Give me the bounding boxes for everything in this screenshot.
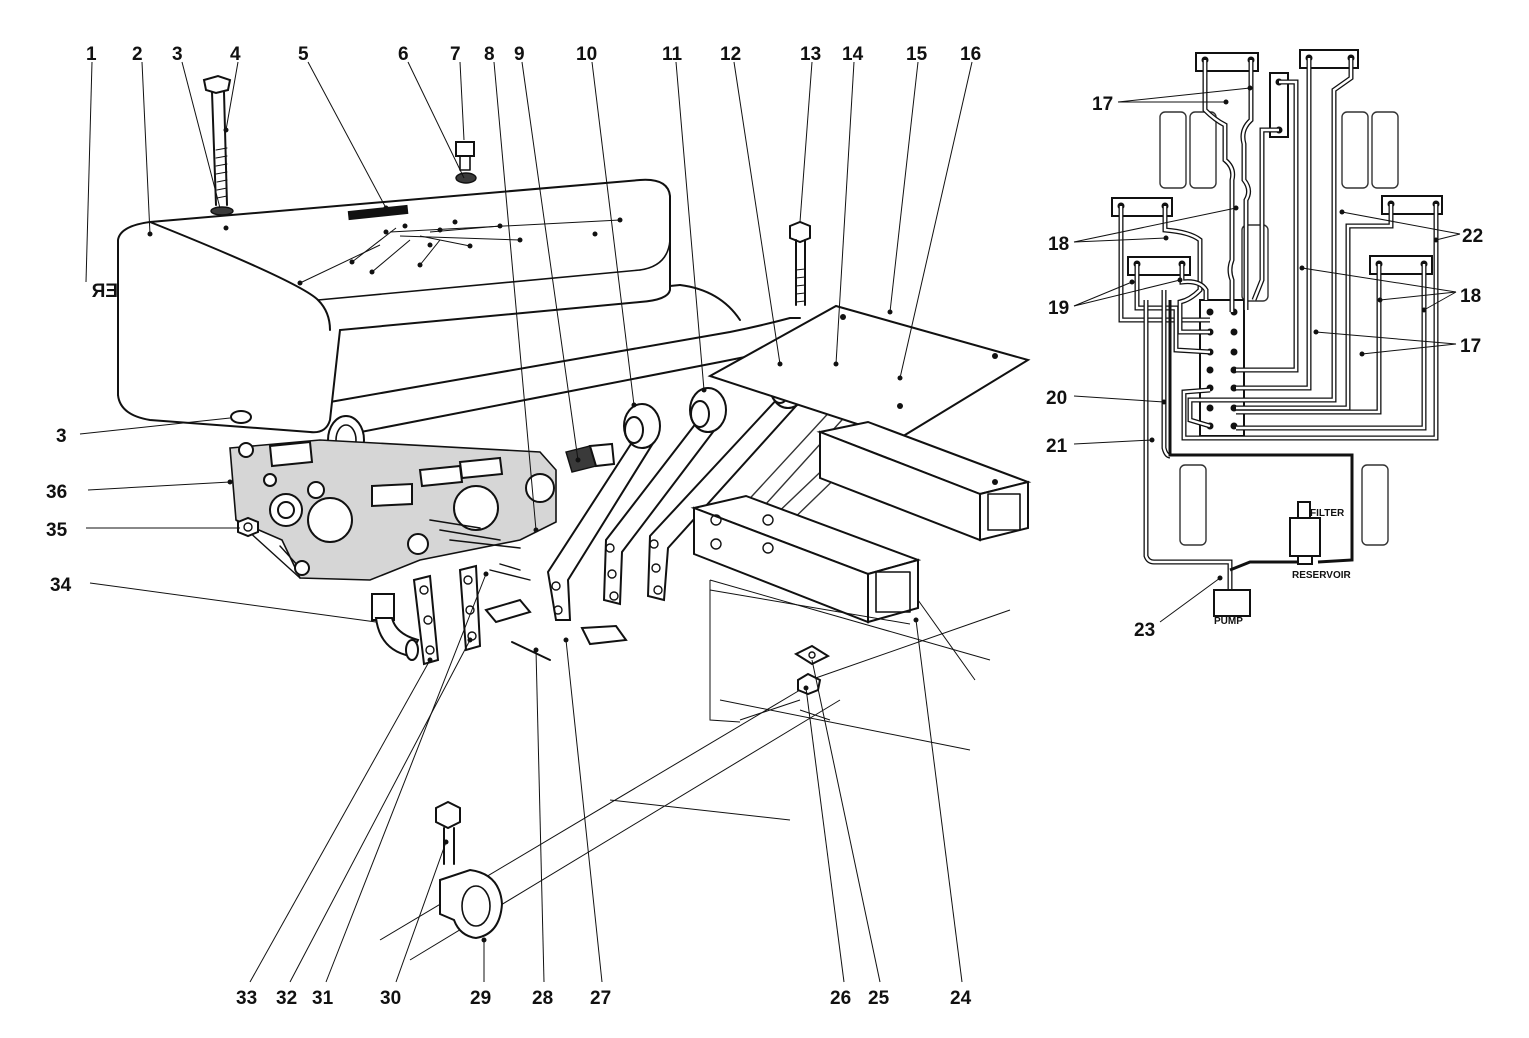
callout-33: 33 bbox=[236, 988, 257, 1009]
frame-tube-upper bbox=[816, 420, 1032, 542]
hydraulic-hoses bbox=[1118, 58, 1439, 590]
reservoir-label: RESERVOIR bbox=[1292, 570, 1351, 581]
callout-13: 13 bbox=[800, 44, 821, 65]
callout-5: 5 bbox=[298, 44, 309, 65]
valve-cover: ER bbox=[91, 178, 671, 434]
cover-screw bbox=[455, 141, 477, 184]
callout-9: 9 bbox=[514, 44, 525, 65]
callout-21: 21 bbox=[1046, 436, 1068, 457]
callout-32: 32 bbox=[276, 988, 297, 1009]
callout-2: 2 bbox=[132, 44, 143, 65]
mounting-nut bbox=[237, 516, 259, 538]
callout-29: 29 bbox=[470, 988, 491, 1009]
exploded-view: ER bbox=[46, 44, 1032, 1009]
inlet-fitting bbox=[565, 442, 616, 473]
callout-6: 6 bbox=[398, 44, 409, 65]
callout-23: 23 bbox=[1134, 620, 1155, 641]
callout-11: 11 bbox=[662, 44, 683, 65]
mounting-plate bbox=[707, 304, 1031, 440]
elbow-fitting bbox=[371, 593, 420, 661]
clamp-plate bbox=[793, 644, 831, 696]
callout-27: 27 bbox=[590, 988, 611, 1009]
callout-25: 25 bbox=[868, 988, 890, 1009]
callout-24: 24 bbox=[950, 988, 972, 1009]
schematic-leaders bbox=[1073, 85, 1461, 623]
plate-bolt bbox=[789, 220, 811, 306]
pipe-clamp bbox=[435, 800, 504, 940]
pump-label: PUMP bbox=[1214, 616, 1243, 627]
callout-18-left: 18 bbox=[1048, 234, 1069, 255]
callout-30: 30 bbox=[380, 988, 401, 1009]
callout-3b: 3 bbox=[56, 426, 67, 447]
callout-20: 20 bbox=[1046, 388, 1067, 409]
frame-tube-lower bbox=[690, 494, 922, 624]
wheel-outlines bbox=[1159, 111, 1399, 546]
filter-unit: FILTER RESERVOIR bbox=[1289, 501, 1351, 581]
callout-numbers: 1 2 3 4 5 6 7 8 9 10 11 12 13 14 15 16 3… bbox=[46, 44, 981, 1009]
callout-22: 22 bbox=[1462, 226, 1483, 247]
filter-label: FILTER bbox=[1310, 508, 1345, 519]
leader-lines bbox=[79, 61, 973, 983]
callout-17-top: 17 bbox=[1092, 94, 1113, 115]
control-valve-body bbox=[229, 439, 557, 581]
callout-14: 14 bbox=[842, 44, 864, 65]
clevis-pins bbox=[484, 598, 628, 661]
cylinders bbox=[1111, 49, 1443, 276]
callout-7: 7 bbox=[450, 44, 461, 65]
control-links bbox=[412, 563, 531, 666]
callout-8: 8 bbox=[484, 44, 495, 65]
pump-unit: PUMP bbox=[1213, 589, 1251, 627]
callout-19: 19 bbox=[1048, 298, 1069, 319]
callout-35: 35 bbox=[46, 520, 68, 541]
callout-3: 3 bbox=[172, 44, 183, 65]
cover-decal bbox=[223, 204, 623, 286]
cover-lettering: ER bbox=[91, 281, 118, 302]
callout-34: 34 bbox=[50, 575, 72, 596]
callout-18-right: 18 bbox=[1460, 286, 1481, 307]
callout-36: 36 bbox=[46, 482, 67, 503]
callout-4: 4 bbox=[230, 44, 241, 65]
callout-10: 10 bbox=[576, 44, 597, 65]
hydraulic-schematic: FILTER RESERVOIR PUMP bbox=[1046, 49, 1483, 641]
callout-1: 1 bbox=[86, 44, 97, 65]
callout-28: 28 bbox=[532, 988, 553, 1009]
washer bbox=[230, 410, 252, 424]
callout-17-right: 17 bbox=[1460, 336, 1481, 357]
cover-bolt bbox=[202, 74, 234, 216]
callout-15: 15 bbox=[906, 44, 928, 65]
callout-16: 16 bbox=[960, 44, 981, 65]
callout-26: 26 bbox=[830, 988, 851, 1009]
callout-31: 31 bbox=[312, 988, 334, 1009]
schematic-callout-numbers: 17 18 22 19 18 17 20 21 23 bbox=[1046, 94, 1483, 641]
callout-12: 12 bbox=[720, 44, 741, 65]
